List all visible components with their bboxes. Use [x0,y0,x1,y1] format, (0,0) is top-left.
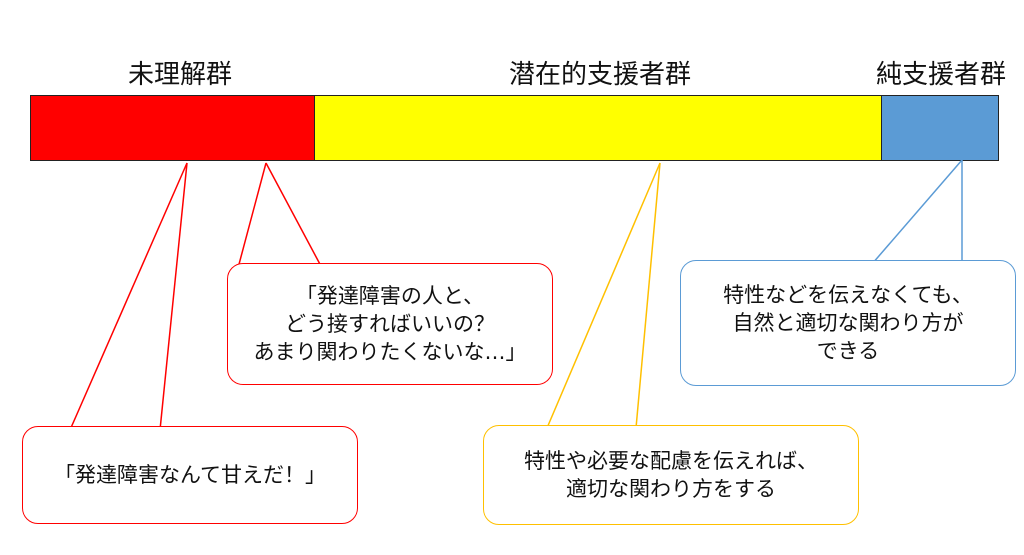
bubble-pure-line-1: 特性などを伝えなくても、 [723,283,973,307]
bubble-misunderstanding-1: 「発達障害の人と、 どう接すればいいの？ あまり関わりたくないな…」 [227,263,553,385]
label-potential-supporter-group: 潜在的支援者群 [508,60,691,90]
bubble-misunderstanding-2-line-1: 「発達障害なんて甘えだ！」 [54,463,326,487]
connector-misunderstanding-2 [69,162,188,431]
bar-segment-pure-supporter [881,95,999,161]
bubble-pure-supporter: 特性などを伝えなくても、 自然と適切な関わり方が できる [680,260,1016,386]
bubble-potential-supporter: 特性や必要な配慮を伝えれば、 適切な関わり方をする [483,425,859,525]
bar-segment-potential-supporter [314,95,883,161]
bubble-pure-line-3: できる [816,339,880,363]
connector-potential [546,162,661,429]
bubble-pure-line-2: 自然と適切な関わり方が [732,311,964,335]
bubble-potential-line-1: 特性や必要な配慮を伝えれば、 [524,449,818,473]
bubble-misunderstanding-1-line-3: あまり関わりたくないな…」 [253,340,527,364]
connector-pure [871,159,963,265]
bubble-misunderstanding-1-line-1: 「発達障害の人と、 [295,284,485,308]
connector-misunderstanding-1 [237,162,323,269]
label-unaware-group: 未理解群 [127,60,232,90]
label-pure-supporter-group: 純支援者群 [875,60,1006,90]
bubble-misunderstanding-1-line-2: どう接すればいいの？ [285,312,495,336]
bubble-misunderstanding-2: 「発達障害なんて甘えだ！」 [22,426,358,524]
bubble-potential-line-2: 適切な関わり方をする [566,477,776,501]
